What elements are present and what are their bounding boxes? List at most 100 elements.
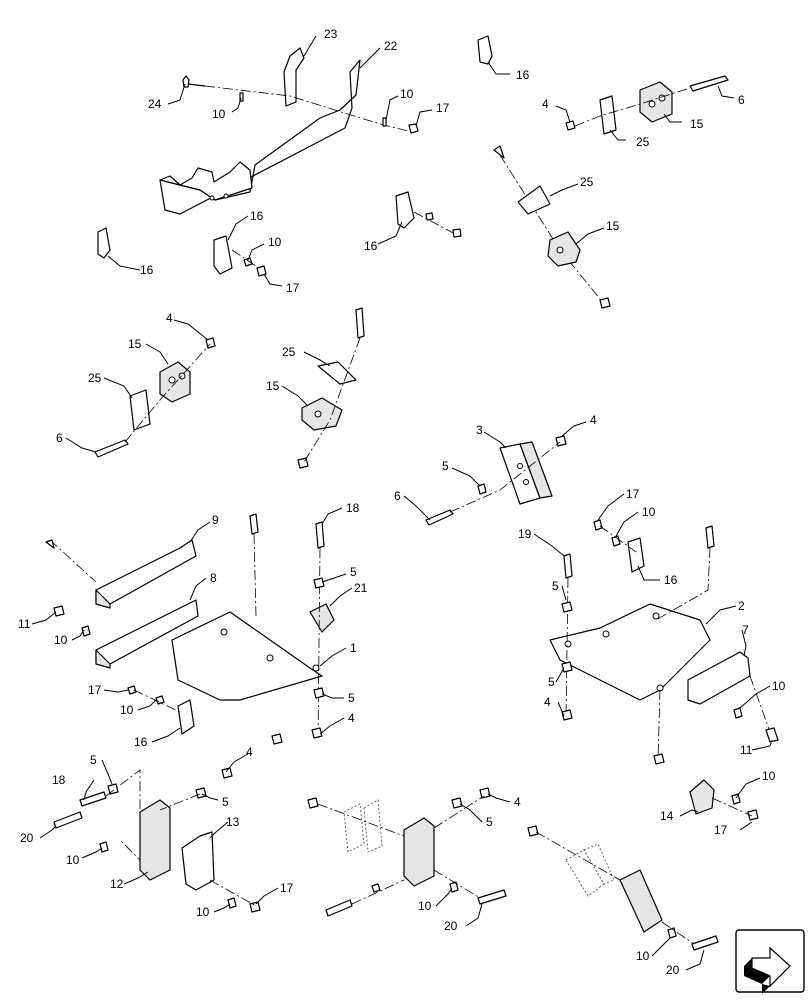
- washer-10-e: [155, 695, 165, 705]
- callout-23: 23: [324, 27, 338, 41]
- callout-16: 16: [664, 573, 678, 587]
- callout-4: 4: [348, 711, 355, 725]
- callout-5: 5: [348, 691, 355, 705]
- callout-10: 10: [762, 769, 776, 783]
- bolt-left-a: [249, 513, 259, 535]
- washer-5-c: [313, 687, 325, 699]
- plate-25-b: [517, 185, 551, 215]
- callout-20: 20: [444, 919, 458, 933]
- bolt-mid-b: [355, 307, 365, 339]
- callout-25: 25: [282, 345, 296, 359]
- callout-16: 16: [134, 735, 148, 749]
- bolt-24: [182, 75, 206, 88]
- callout-22: 22: [384, 39, 398, 53]
- callout-25: 25: [580, 175, 594, 189]
- callout-16: 16: [250, 209, 264, 223]
- block-3: [499, 441, 553, 505]
- bracket-1: [171, 611, 323, 701]
- callout-4: 4: [544, 695, 551, 709]
- bolt-tip-b: [45, 539, 55, 549]
- callout-14: 14: [660, 809, 674, 823]
- callout-16: 16: [516, 68, 530, 82]
- clamp-15-a: [639, 81, 673, 123]
- part-14: [689, 779, 715, 815]
- callout-10: 10: [66, 853, 80, 867]
- callout-15: 15: [690, 117, 704, 131]
- callout-10: 10: [54, 633, 68, 647]
- bracket-9: [95, 539, 197, 609]
- callout-21: 21: [354, 581, 368, 595]
- clamp-block-12: [139, 799, 171, 881]
- bolt-6-c: [425, 509, 454, 526]
- callout-17: 17: [88, 683, 102, 697]
- callout-10: 10: [772, 679, 786, 693]
- callout-4: 4: [166, 311, 173, 325]
- nut-bottom-a: [599, 297, 611, 309]
- callout-19: 19: [518, 527, 532, 541]
- callout-20: 20: [666, 963, 680, 977]
- return-arrow-icon[interactable]: [735, 929, 805, 994]
- callout-17: 17: [626, 487, 640, 501]
- washer-10-k: [667, 927, 677, 939]
- washer-5-f: [107, 783, 119, 795]
- callout-2: 2: [738, 599, 745, 613]
- bolt-20-b: [477, 889, 507, 905]
- plate-25-a: [599, 95, 617, 135]
- bolt-18-b: [79, 791, 107, 807]
- bolt-6-b: [94, 439, 129, 458]
- clip-16-c: [213, 235, 233, 275]
- washer-10-b: [382, 117, 387, 127]
- bolt-11-a: [53, 605, 65, 617]
- callout-3: 3: [476, 423, 483, 437]
- bolt-center-a: [325, 899, 353, 917]
- clamp-15-c: [159, 361, 191, 403]
- bolt-20-c: [691, 935, 719, 951]
- callout-4: 4: [542, 97, 549, 111]
- bolt-18-a: [315, 521, 325, 549]
- callout-10: 10: [120, 703, 134, 717]
- callout-6: 6: [738, 93, 745, 107]
- callout-5: 5: [350, 565, 357, 579]
- callout-1: 1: [350, 641, 357, 655]
- callout-10: 10: [196, 905, 210, 919]
- bracket-8: [95, 599, 199, 669]
- washer-center-a: [371, 883, 381, 893]
- callout-11: 11: [18, 617, 31, 631]
- callout-15: 15: [606, 219, 620, 233]
- nut-17-a: [408, 123, 419, 134]
- clip-16-e: [177, 699, 195, 735]
- callout-16: 16: [364, 239, 378, 253]
- washer-5-a: [477, 483, 487, 495]
- callout-10: 10: [636, 949, 650, 963]
- nut-4-e: [561, 709, 573, 721]
- callout-10: 10: [642, 505, 656, 519]
- callout-8: 8: [210, 571, 217, 585]
- ghost-clip-a: [343, 803, 365, 853]
- callout-10: 10: [418, 899, 432, 913]
- callout-10: 10: [400, 87, 414, 101]
- nut-mid-a: [452, 228, 462, 238]
- plate-25-c: [129, 389, 151, 431]
- clip-16-d: [395, 191, 415, 229]
- callout-11: 11: [740, 743, 753, 757]
- ghost-clip-b: [363, 799, 383, 853]
- callout-16: 16: [140, 263, 154, 277]
- bracket-23: [283, 47, 305, 107]
- callout-9: 9: [212, 513, 219, 527]
- callout-18: 18: [346, 501, 360, 515]
- callout-13: 13: [226, 815, 240, 829]
- clamp-21: [309, 603, 335, 633]
- u-clip-13: [181, 831, 215, 891]
- callout-5: 5: [552, 579, 559, 593]
- callout-20: 20: [20, 831, 34, 845]
- clip-16-a: [477, 35, 493, 65]
- washer-10-a: [239, 92, 244, 102]
- callout-10: 10: [268, 235, 282, 249]
- leader-lines: [31, 35, 773, 971]
- callout-18: 18: [52, 773, 66, 787]
- nut-center-a: [307, 797, 319, 809]
- callout-4: 4: [590, 413, 597, 427]
- nut-17-d: [593, 519, 603, 531]
- callout-5: 5: [442, 459, 449, 473]
